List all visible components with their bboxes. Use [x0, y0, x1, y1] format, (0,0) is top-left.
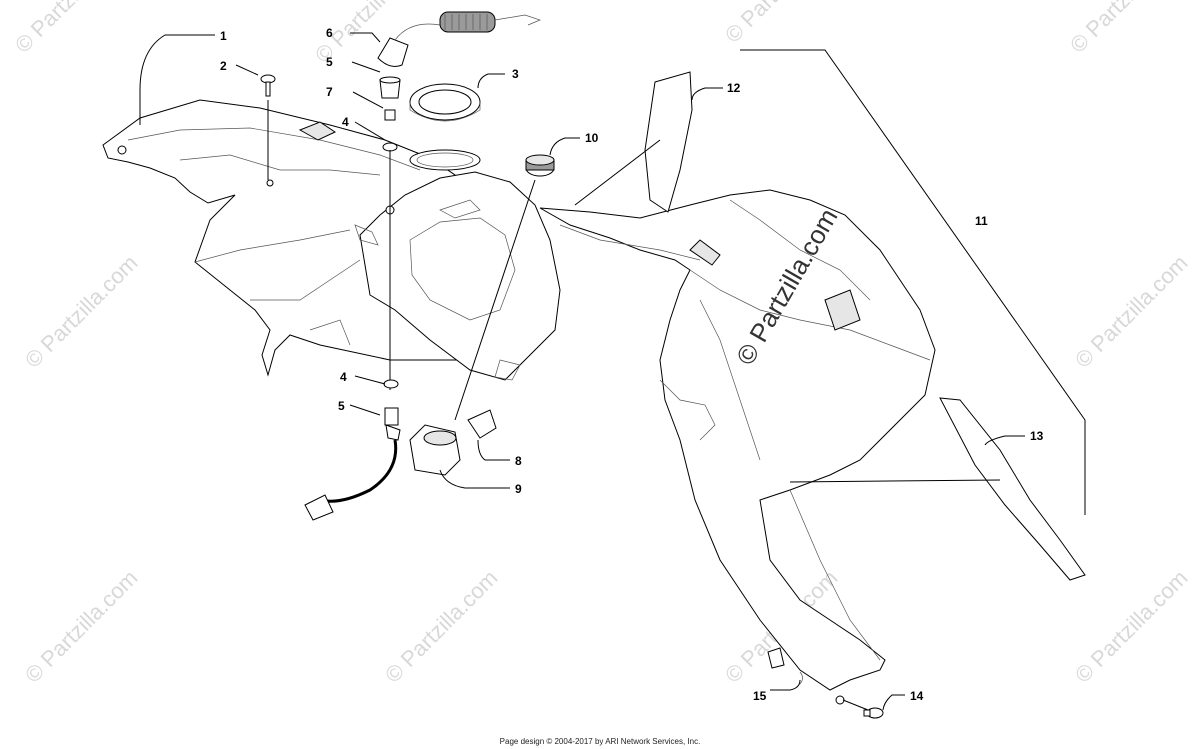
left-side-panel	[102, 99, 471, 377]
footer-copyright: Page design © 2004-2017 by ARI Network S…	[499, 737, 701, 746]
upper-nut	[384, 109, 396, 121]
callout-7: 7	[326, 85, 333, 99]
lower-washer	[383, 379, 399, 389]
callout-11: 11	[975, 214, 988, 228]
leader-lines	[139, 32, 1025, 711]
lower-decal	[939, 397, 1086, 581]
callout-labels: 1 2 3 4 4 5 5 6 7 8 9 10 11 12 13 14 15	[220, 26, 1044, 703]
clip-bracket	[467, 409, 497, 439]
rubber-ring	[525, 154, 555, 177]
callout-6: 6	[326, 26, 333, 40]
callout-5-upper: 5	[326, 55, 333, 69]
callout-13: 13	[1030, 429, 1044, 443]
callout-14: 14	[910, 689, 924, 703]
power-socket	[409, 424, 461, 476]
screw	[260, 74, 276, 97]
callout-10: 10	[585, 131, 599, 145]
right-side-panel	[539, 189, 936, 705]
center-tank-housing	[354, 149, 561, 381]
upper-decal	[644, 71, 693, 213]
push-rivet	[863, 707, 884, 719]
upper-washer	[382, 142, 398, 152]
seal-ring	[409, 83, 481, 122]
upper-grommet	[379, 76, 401, 99]
sensor-switch	[304, 407, 401, 521]
callout-9: 9	[515, 482, 522, 496]
callout-4-lower: 4	[340, 370, 347, 384]
callout-1: 1	[220, 29, 227, 43]
callout-12: 12	[727, 81, 741, 95]
callout-8: 8	[515, 454, 522, 468]
callout-2: 2	[220, 59, 227, 73]
cap-with-tether	[377, 11, 541, 67]
callout-5-lower: 5	[338, 399, 345, 413]
callout-4-upper: 4	[342, 115, 349, 129]
callout-15: 15	[753, 689, 767, 703]
assembly-bracket-line	[740, 49, 1086, 515]
callout-3: 3	[512, 67, 519, 81]
spring-clip	[767, 647, 803, 685]
